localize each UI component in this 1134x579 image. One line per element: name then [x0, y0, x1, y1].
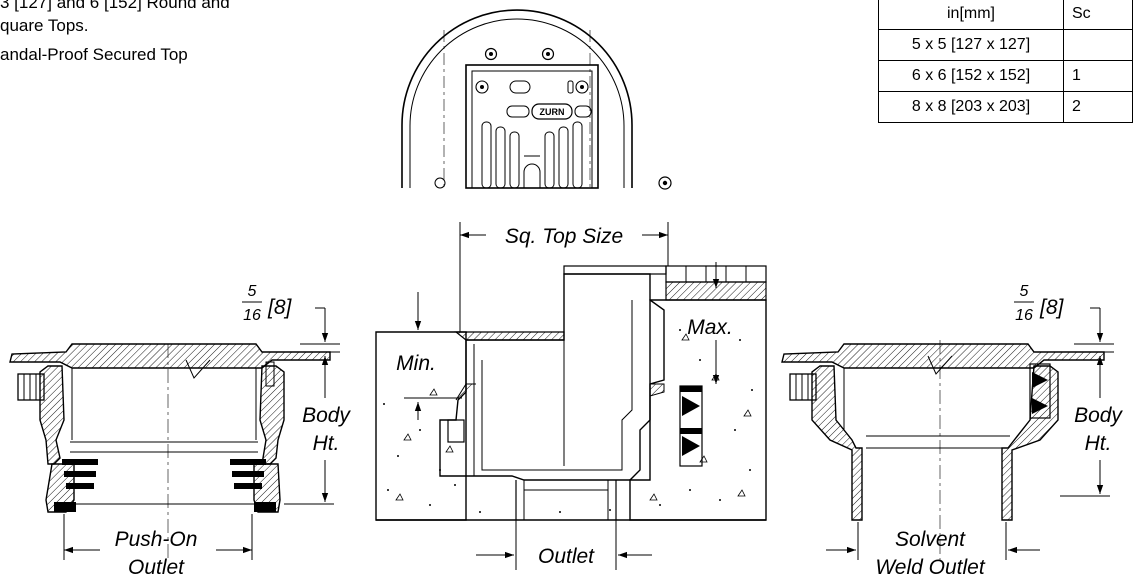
left-outlet-label-2: Outlet — [128, 556, 185, 579]
feature-line-vandal-proof: andal-Proof Secured Top — [0, 45, 188, 64]
left-outlet-label-1: Push-On — [115, 528, 198, 551]
left-dim-denominator: 16 — [243, 307, 261, 324]
left-ht-label: Ht. — [313, 432, 340, 455]
feature-line-round-tops: 3 [127] and 6 [152] Round and — [0, 0, 230, 12]
right-dim-numerator: 5 — [1020, 283, 1029, 300]
right-section-view: 5 16 [8] Body Ht. Solvent Weld Outlet — [781, 283, 1128, 579]
right-dim-mm: [8] — [1039, 296, 1065, 319]
max-label: Max. — [687, 316, 733, 339]
left-dim-mm: [8] — [267, 296, 293, 319]
top-plan-view: ZURN — [401, 9, 672, 190]
table-cell-value: 2 — [1063, 91, 1133, 123]
table-row: 8 x 8 [203 x 203] 2 — [878, 91, 1133, 123]
left-dim-numerator: 5 — [248, 283, 257, 300]
left-body-label: Body — [302, 404, 351, 427]
table-row: 6 x 6 [152 x 152] 1 — [878, 60, 1133, 92]
right-ht-label: Ht. — [1085, 432, 1112, 455]
sq-top-size-label: Sq. Top Size — [505, 225, 623, 248]
size-table: in[mm] Sc 5 x 5 [127 x 127] 6 x 6 [152 x… — [878, 0, 1133, 123]
zurn-logo: ZURN — [540, 107, 565, 117]
center-section-view: Sq. Top Size Max. Min. Outlet — [375, 222, 767, 570]
right-body-label: Body — [1074, 404, 1123, 427]
right-outlet-label-2: Weld Outlet — [875, 556, 985, 579]
table-cell-size: 5 x 5 [127 x 127] — [878, 29, 1064, 61]
feature-line-square-tops: quare Tops. — [0, 16, 89, 35]
center-outlet-label: Outlet — [538, 545, 595, 568]
left-section-view: 5 16 [8] Body Ht. Push-On Outlet — [9, 283, 354, 579]
right-outlet-label-1: Solvent — [895, 528, 966, 551]
right-dim-denominator: 16 — [1015, 307, 1033, 324]
min-label: Min. — [396, 352, 436, 375]
table-row: 5 x 5 [127 x 127] — [878, 29, 1133, 61]
table-cell-size: 6 x 6 [152 x 152] — [878, 60, 1064, 92]
